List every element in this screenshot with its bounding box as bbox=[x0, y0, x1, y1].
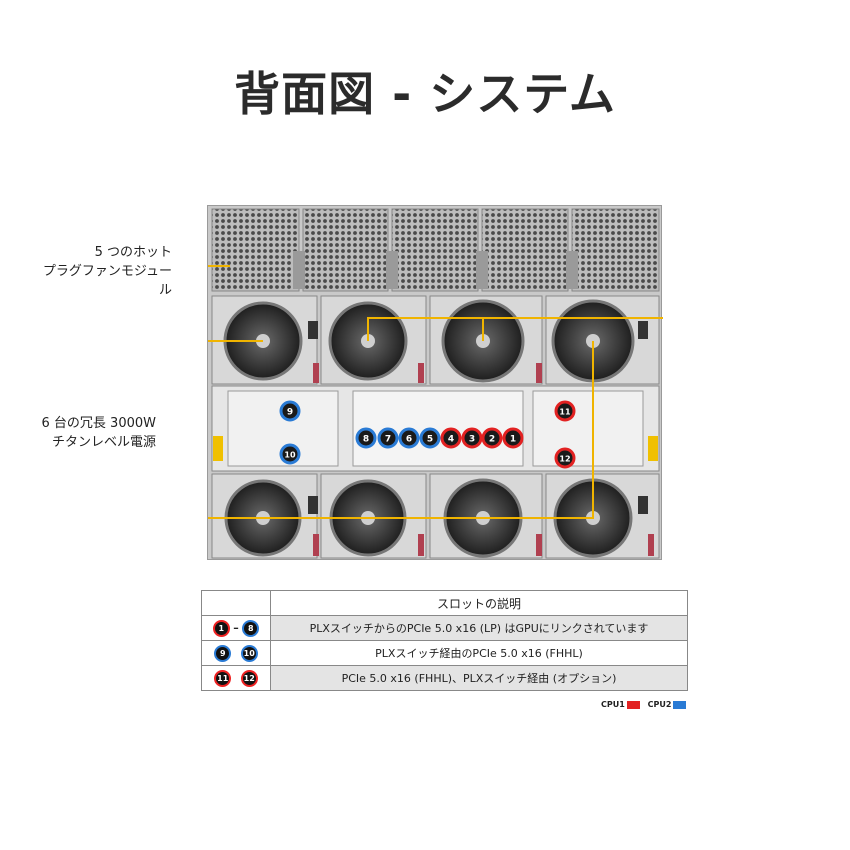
svg-text:6: 6 bbox=[406, 435, 412, 445]
slot-badge-red: 1 bbox=[212, 619, 230, 637]
slot-badge: 1 bbox=[502, 427, 524, 449]
slot-badge-red: 11 bbox=[214, 669, 232, 687]
svg-text:11: 11 bbox=[559, 408, 571, 417]
slot-description-table: スロットの説明 1 – 8 PLXスイッチからのPCIe 5.0 x16 (LP… bbox=[201, 590, 688, 691]
slot-badge: 7 bbox=[377, 427, 399, 449]
table-row: 11 12 PCIe 5.0 x16 (FHHL)、PLXスイッチ経由 (オプシ… bbox=[201, 665, 688, 691]
legend-cpu2-swatch bbox=[673, 700, 687, 709]
psu-row-bottom bbox=[211, 473, 660, 559]
svg-text:5: 5 bbox=[427, 435, 433, 445]
slot-badge: 12 bbox=[554, 447, 576, 469]
svg-text:4: 4 bbox=[448, 435, 454, 445]
slot-badge: 5 bbox=[419, 427, 441, 449]
slot-badge: 2 bbox=[481, 427, 503, 449]
svg-text:12: 12 bbox=[559, 455, 570, 464]
psu-label-line-1: 6 台の冗長 3000W bbox=[41, 416, 156, 431]
slot-badge: 4 bbox=[440, 427, 462, 449]
slot-badges: 9 10 8 7 6 5 4 3 2 1 11 12 bbox=[279, 400, 576, 469]
fan-modules bbox=[211, 208, 660, 292]
pcie-section bbox=[211, 385, 660, 472]
slot-badge-blue: 9 bbox=[214, 644, 232, 662]
slot-badge: 9 bbox=[279, 400, 301, 422]
fan-label-line-2: プラグファンモジュール bbox=[42, 264, 172, 298]
table-row: 9 10 PLXスイッチ経由のPCIe 5.0 x16 (FHHL) bbox=[201, 640, 688, 666]
server-rear-chassis: 9 10 8 7 6 5 4 3 2 1 11 12 bbox=[163, 205, 705, 560]
fan-module-1 bbox=[211, 208, 300, 292]
psu-row-top bbox=[211, 295, 660, 385]
psu-label: 6 台の冗長 3000W チタンレベル電源 bbox=[20, 414, 156, 452]
cpu-legend: CPU1 CPU2 bbox=[601, 700, 691, 709]
page-title: 背面図 - システム bbox=[234, 67, 616, 121]
slot-description: PLXスイッチ経由のPCIe 5.0 x16 (FHHL) bbox=[270, 640, 688, 666]
fan-module-3 bbox=[391, 208, 479, 292]
slot-badge: 6 bbox=[398, 427, 420, 449]
slot-badge-blue: 10 bbox=[240, 644, 258, 662]
slot-badge: 3 bbox=[461, 427, 483, 449]
slot-badge-red: 12 bbox=[240, 669, 258, 687]
table-row: 1 – 8 PLXスイッチからのPCIe 5.0 x16 (LP) はGPUにリ… bbox=[201, 615, 688, 641]
range-dash: – bbox=[233, 621, 239, 634]
fan-label: 5 つのホット プラグファンモジュール bbox=[40, 243, 172, 300]
table-header: スロットの説明 bbox=[270, 590, 688, 616]
legend-cpu1-swatch bbox=[626, 700, 640, 709]
psu-label-line-2: チタンレベル電源 bbox=[51, 435, 156, 450]
fan-module-2 bbox=[302, 208, 389, 292]
slot-description: PCIe 5.0 x16 (FHHL)、PLXスイッチ経由 (オプション) bbox=[270, 665, 688, 691]
fan-module-4 bbox=[481, 208, 569, 292]
fan-module-5 bbox=[571, 208, 660, 292]
svg-text:8: 8 bbox=[363, 435, 369, 445]
svg-text:10: 10 bbox=[284, 451, 296, 460]
fan-label-line-1: 5 つのホット bbox=[94, 245, 172, 260]
legend-cpu1-label: CPU1 bbox=[601, 700, 625, 709]
svg-text:1: 1 bbox=[510, 435, 516, 445]
svg-text:7: 7 bbox=[385, 435, 391, 445]
svg-text:9: 9 bbox=[287, 408, 293, 418]
table-header-row: スロットの説明 bbox=[201, 590, 688, 616]
slot-badge-blue: 8 bbox=[242, 619, 260, 637]
slot-description: PLXスイッチからのPCIe 5.0 x16 (LP) はGPUにリンクされてい… bbox=[270, 615, 688, 641]
legend-cpu2-label: CPU2 bbox=[647, 700, 672, 709]
slot-badge: 10 bbox=[279, 443, 301, 465]
slot-badge: 11 bbox=[554, 400, 576, 422]
svg-text:2: 2 bbox=[489, 435, 495, 445]
svg-text:3: 3 bbox=[469, 435, 475, 445]
slot-badge: 8 bbox=[355, 427, 377, 449]
chassis-drawing: 9 10 8 7 6 5 4 3 2 1 11 12 bbox=[163, 208, 705, 559]
